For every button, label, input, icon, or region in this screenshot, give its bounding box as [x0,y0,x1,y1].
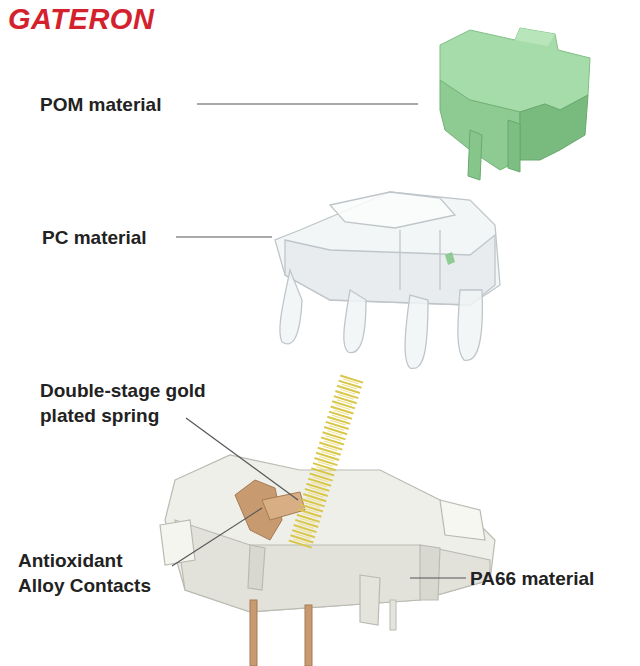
part-label: POM material [40,92,161,117]
part-label: PA66 material [470,566,594,591]
contacts [235,480,396,666]
top-housing [275,192,500,368]
leader-lines [172,104,466,578]
part-label: PC material [42,225,147,250]
part-label: Double-stage gold plated spring [40,378,222,428]
spring [300,378,352,545]
stem [440,28,590,180]
bottom-housing [160,455,495,625]
part-label: Antioxidant Alloy Contacts [18,548,168,598]
brand-logo: GATERON [8,3,154,36]
